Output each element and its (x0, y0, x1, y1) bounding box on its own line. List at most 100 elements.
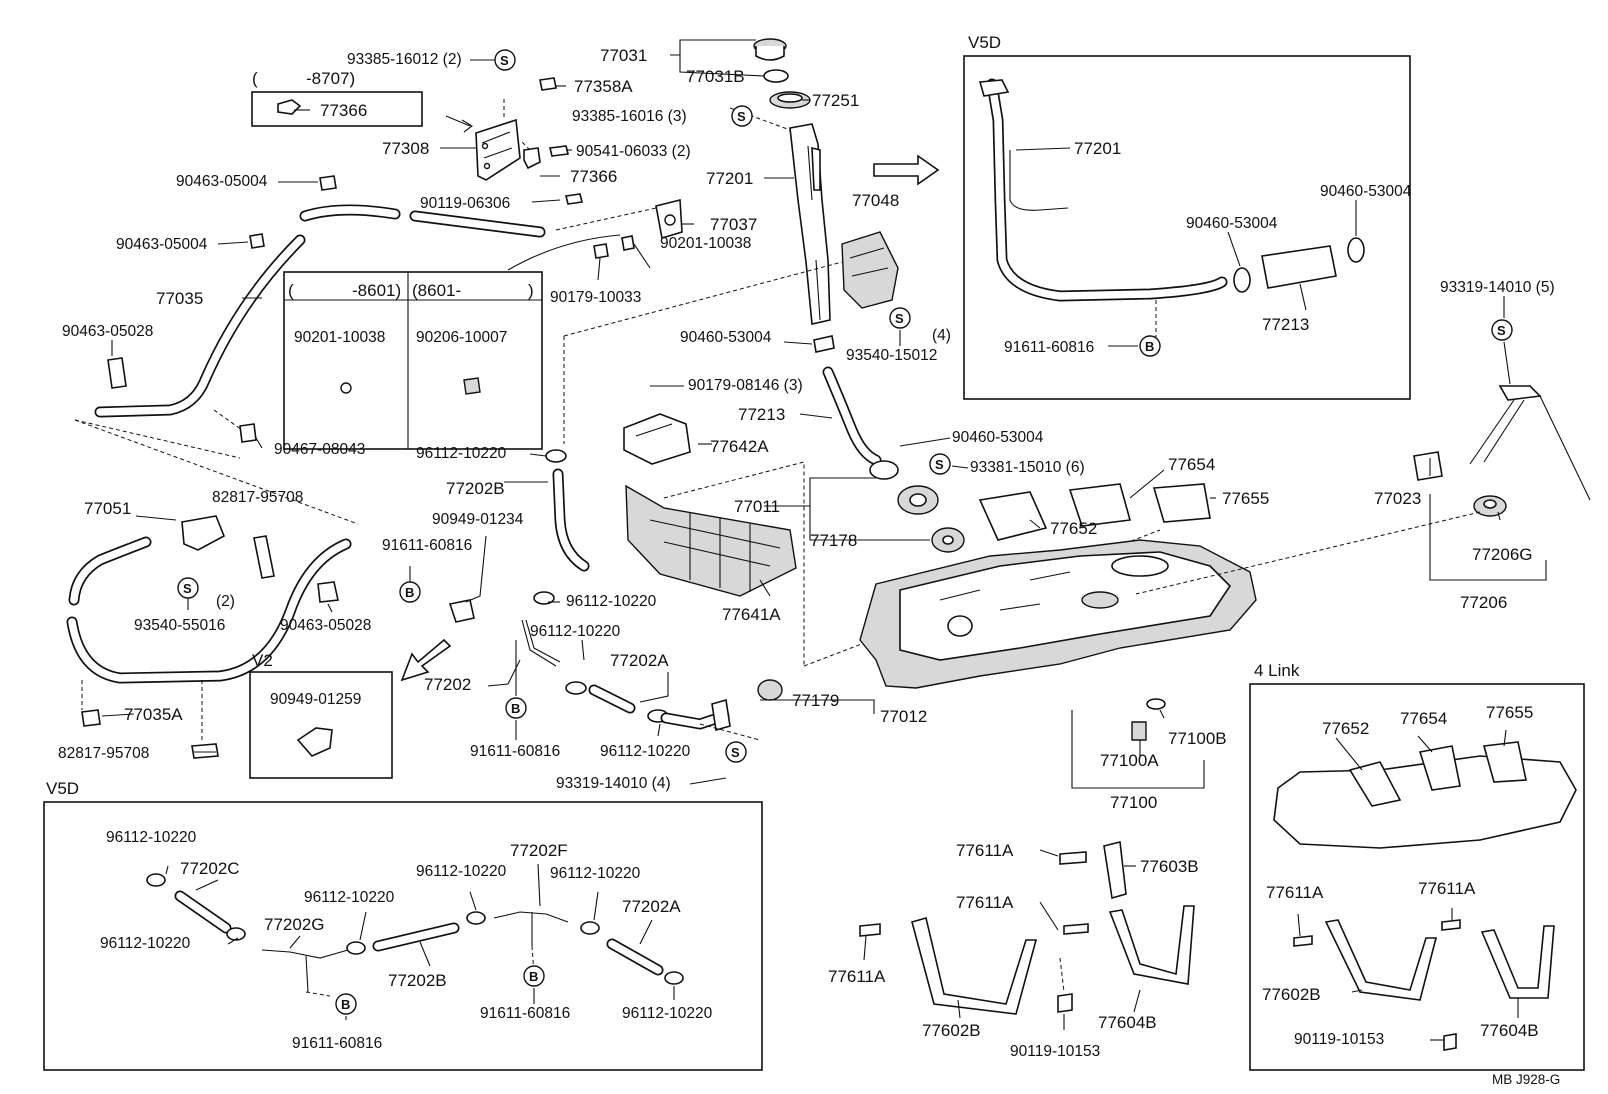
nut-90201 (621, 235, 635, 251)
label-90179-10033: 90179-10033 (550, 289, 641, 306)
label-93381-15010: 93381-15010 (6) (970, 459, 1085, 476)
bracket-77603b (1103, 841, 1127, 900)
label-77178: 77178 (810, 531, 857, 550)
clamp-90460 (869, 460, 899, 480)
clamp-90463 (317, 581, 339, 603)
pad-77654 (1068, 483, 1132, 527)
label-77213-b: 77213 (1262, 315, 1309, 334)
label-77206g: 77206G (1472, 545, 1533, 564)
label-77202b-b: 77202B (388, 971, 447, 990)
label-91611-60816-e: 91611-60816 (1004, 339, 1094, 356)
label-91611-60816-b: 91611-60816 (470, 743, 560, 760)
s-symbol: S (895, 311, 904, 326)
label-90463-05028-b: 90463-05028 (280, 617, 371, 634)
label-93540-55016: 93540-55016 (134, 617, 225, 634)
label-77202a: 77202A (610, 651, 669, 670)
spec-symbol-s (177, 49, 1513, 763)
label-77602b-b: 77602B (1262, 985, 1321, 1004)
clamp-77035a (81, 709, 101, 727)
label-77201-b: 77201 (1074, 139, 1121, 158)
protector-77642a (623, 413, 691, 465)
label-90467-08043: 90467-08043 (274, 441, 365, 458)
label-77366-b: 77366 (570, 167, 617, 186)
four-link-pads (1348, 741, 1527, 807)
label-96112-10220-i: 96112-10220 (100, 935, 191, 952)
s-symbol: S (183, 581, 192, 596)
label-91611-60816-d: 91611-60816 (292, 1035, 382, 1052)
label-77652-b: 77652 (1322, 719, 1369, 738)
strap-77602b (911, 917, 1038, 1015)
label-90119-10153: 90119-10153 (1010, 1043, 1100, 1060)
label-paren-close: ) (528, 281, 534, 300)
label-paren-4: (4) (932, 327, 951, 344)
label-paren-open-b: ( (288, 281, 294, 300)
label-91611-60816-c: 91611-60816 (480, 1005, 570, 1022)
grommet-77011 (897, 485, 939, 515)
label-90119-06306: 90119-06306 (420, 195, 510, 212)
sender-gauge-77206g (1473, 495, 1507, 517)
label-90460-53004-d: 90460-53004 (1186, 215, 1278, 232)
cap-77031 (753, 38, 787, 61)
grommet-icon (340, 382, 352, 394)
clip-77358a (539, 77, 557, 91)
label-77031b: 77031B (686, 67, 745, 86)
drain-plug-77100a (1131, 698, 1166, 741)
label-77100: 77100 (1110, 793, 1157, 812)
label-77642a: 77642A (710, 437, 769, 456)
label-77611a-e: 77611A (828, 967, 886, 986)
label-82817-95708: 82817-95708 (212, 489, 303, 506)
grommet-icon (463, 377, 481, 395)
arrow-right-icon (873, 154, 940, 186)
label-90206-10007: 90206-10007 (416, 329, 507, 346)
label-77655-b: 77655 (1486, 703, 1533, 722)
v5d-pipe-77202f (493, 911, 569, 946)
label-77051: 77051 (84, 499, 131, 518)
sender-unit-icon (1469, 385, 1591, 501)
v5d-clamp-90460 (1233, 237, 1365, 293)
label-77023: 77023 (1374, 489, 1421, 508)
s-symbol: S (731, 745, 740, 760)
label-77202a-b: 77202A (622, 897, 681, 916)
label-82817-95708-b: 82817-95708 (58, 745, 149, 762)
clamp-90460 (813, 335, 835, 353)
label-93319-14010: 93319-14010 (4) (556, 775, 671, 792)
label-90541-06033: 90541-06033 (2) (576, 143, 691, 160)
label-90179-08146: 90179-08146 (3) (688, 377, 803, 394)
label-v2: V2 (252, 651, 273, 670)
strap-77604b (1108, 905, 1195, 985)
pad-77655 (1152, 483, 1211, 523)
label-77611a-d: 77611A (1418, 879, 1476, 898)
gasket-77178 (931, 527, 965, 553)
spec-symbol-b (335, 335, 1161, 1015)
spring-77366 (523, 147, 541, 170)
lever-bracket-77051 (181, 515, 226, 551)
fuel-tank-77001 (859, 539, 1257, 689)
label-77251: 77251 (812, 91, 859, 110)
label-96112-10220-c: 96112-10220 (530, 623, 621, 640)
variant-8601-table (283, 271, 543, 450)
grommet-77023 (1413, 451, 1443, 481)
label-77202g: 77202G (264, 915, 325, 934)
label-91611-60816: 91611-60816 (382, 537, 472, 554)
label-96112-10220-d: 96112-10220 (600, 743, 691, 760)
label-96112-10220-f: 96112-10220 (416, 863, 507, 880)
label-96112-10220-j: 96112-10220 (622, 1005, 713, 1022)
label-96112-10220-e: 96112-10220 (106, 829, 197, 846)
label-77366: 77366 (320, 101, 367, 120)
four-link-box (1249, 683, 1585, 1071)
label-90119-10153-b: 90119-10153 (1294, 1031, 1384, 1048)
label-v5d: V5D (46, 779, 79, 798)
label-77012: 77012 (880, 707, 927, 726)
label-77202c: 77202C (180, 859, 240, 878)
label-77604b: 77604B (1098, 1013, 1157, 1032)
label-77603b: 77603B (1140, 857, 1199, 876)
b-symbol: B (1145, 339, 1154, 354)
label-90201-10038-b: 90201-10038 (294, 329, 385, 346)
grommet-77179 (757, 679, 783, 701)
label-4-link: 4 Link (1254, 661, 1300, 680)
label-96112-10220-g: 96112-10220 (550, 865, 641, 882)
four-link-strap-77602b (1324, 919, 1438, 1001)
label-93319-14010-b: 93319-14010 (5) (1440, 279, 1555, 296)
label-90463-05028: 90463-05028 (62, 323, 153, 340)
